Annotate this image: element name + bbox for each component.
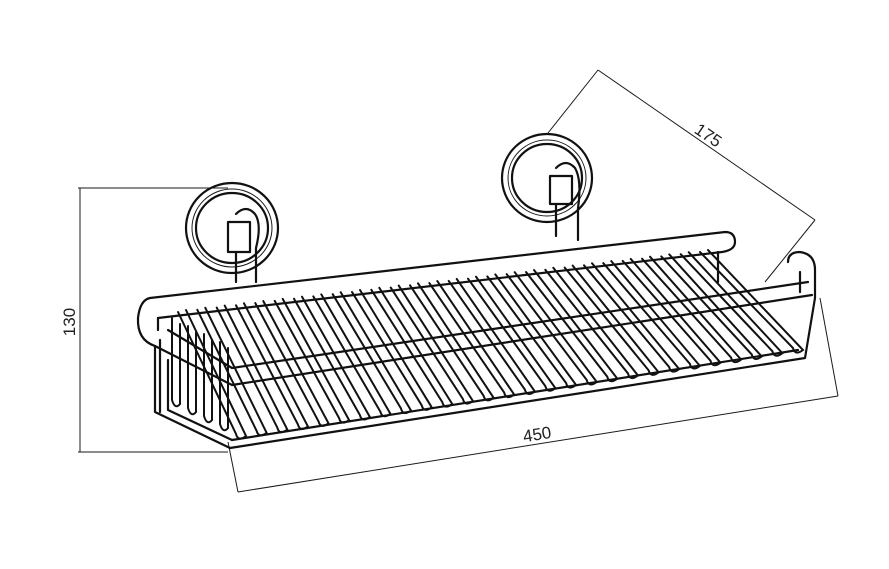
basket-wire [447,277,537,395]
basket-wire [525,269,619,383]
basket-end-wire [171,317,181,408]
basket-wire [505,271,599,386]
basket-wire [544,266,640,380]
basket-wire [254,300,330,427]
basket-wire [486,273,578,389]
basket-wire [293,295,372,421]
basket-wire [312,293,392,418]
dimension-height: 130 [60,187,228,453]
basket-wire [389,284,475,405]
basket-wires [171,249,805,440]
dimension-width: 450 [227,297,839,493]
basket-wire [196,306,268,437]
basket-wire [563,264,661,376]
basket-wire [467,275,557,392]
basket-wire [351,289,434,411]
basket-end-wire [187,325,197,416]
basket-wire [660,253,764,360]
dimension-width-label: 450 [522,423,553,446]
dimension-depth: 175 [547,69,816,283]
basket-wire [273,297,351,424]
basket-wire [602,260,702,370]
dimension-depth-label: 175 [691,120,725,152]
basket-wire [679,251,784,357]
basket-wire [621,257,722,367]
basket-wire [583,262,681,373]
basket-wire [177,309,248,440]
basket-wire [215,304,289,434]
basket-wire [331,291,413,415]
wire-basket [136,230,817,450]
basket-end-wire [219,341,229,432]
basket-wire [699,249,805,354]
suction-cup-left [184,181,280,284]
suction-cup-right [500,132,594,242]
dimension-height-label: 130 [60,308,79,336]
basket-wire [428,280,516,399]
basket-wire [370,286,454,408]
basket-wire [409,282,495,402]
basket-end-wire [203,333,213,424]
basket-wire [235,302,310,430]
basket-wire [641,255,743,364]
